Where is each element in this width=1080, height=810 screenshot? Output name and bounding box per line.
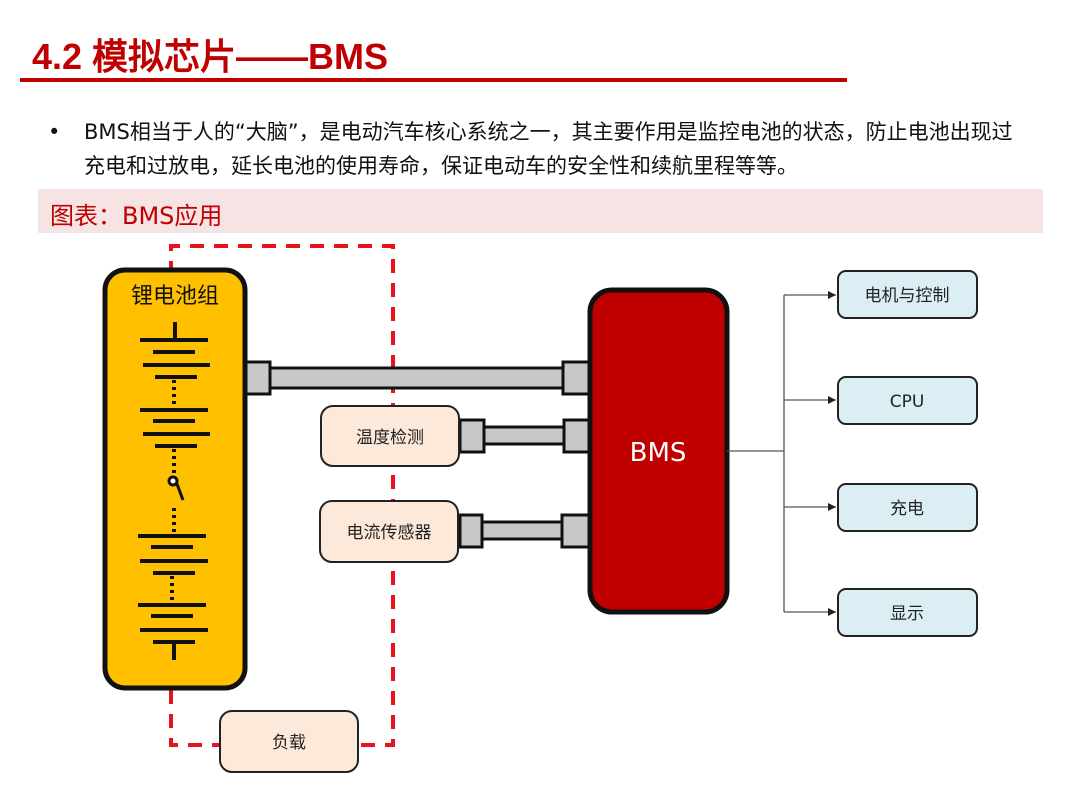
bullet-marker: •: [48, 120, 61, 144]
battery-cells-icon: [138, 322, 210, 660]
load-label: 负载: [272, 733, 306, 753]
output-display: 显示: [837, 588, 978, 637]
output-branch-lines: [727, 291, 836, 616]
bms-label: BMS: [630, 438, 687, 468]
load-box: 负载: [219, 710, 359, 773]
output-charging-label: 充电: [890, 499, 924, 519]
output-charging: 充电: [837, 483, 978, 532]
battery-pack: 锂电池组: [102, 267, 248, 691]
figure-caption: 图表：BMS应用: [50, 202, 223, 230]
sensor-current: 电流传感器: [319, 500, 459, 563]
output-cpu-label: CPU: [890, 392, 925, 412]
caption-bar: [38, 189, 1043, 233]
title-underline: [20, 78, 847, 82]
connector-battery-bms: [242, 360, 592, 396]
bullet-text: BMS相当于人的“大脑”，是电动汽车核心系统之一，其主要作用是监控电池的状态，防…: [84, 120, 1013, 178]
load-dashed-loop: [169, 244, 395, 747]
slide-title: 4.2 模拟芯片——BMS: [32, 36, 389, 77]
output-display-label: 显示: [890, 604, 924, 624]
connector-temperature-bms: [458, 418, 592, 454]
output-motor-control-label: 电机与控制: [865, 286, 950, 306]
connector-current-bms: [458, 513, 592, 549]
battery-pack-label: 锂电池组: [131, 284, 219, 309]
sensor-temperature: 温度检测: [320, 405, 460, 467]
sensor-current-label: 电流传感器: [347, 523, 432, 543]
bms-block: BMS: [587, 287, 730, 615]
sensor-temperature-label: 温度检测: [356, 428, 424, 448]
output-motor-control: 电机与控制: [837, 270, 978, 319]
output-cpu: CPU: [837, 376, 978, 425]
